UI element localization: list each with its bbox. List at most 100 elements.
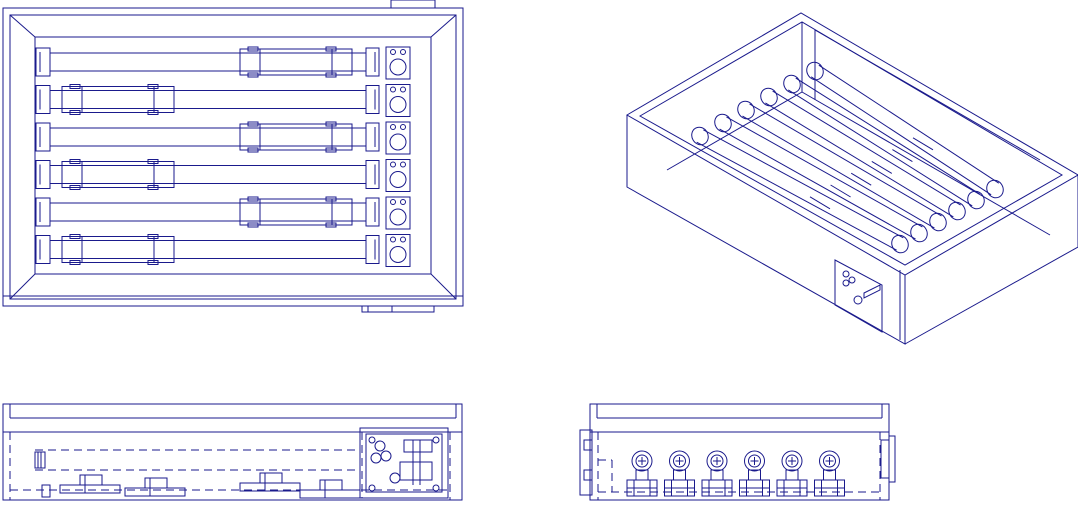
- tube-end-cap: [744, 450, 765, 472]
- tube-end-inner: [748, 454, 761, 468]
- bracket-tab: [247, 222, 259, 228]
- foot: [41, 484, 51, 498]
- tube-edge: [719, 128, 916, 240]
- tube-end-cap: [948, 201, 966, 221]
- tube-edge: [726, 116, 923, 228]
- tube-body: [49, 165, 367, 184]
- bracket-base: [59, 484, 121, 494]
- tube-edge: [765, 102, 954, 218]
- connector-pin: [400, 199, 406, 205]
- tube-end-cap-right: [365, 122, 380, 152]
- tube-end-cap: [910, 223, 928, 243]
- bracket-tab: [325, 222, 337, 228]
- tube-edge: [742, 115, 935, 229]
- tube-body: [49, 90, 367, 109]
- connector-socket: [389, 96, 407, 113]
- tube-edge: [703, 129, 904, 239]
- connector-panel: [385, 196, 411, 230]
- corner-bevel: [430, 14, 457, 38]
- tube-end-cap-left: [35, 122, 51, 152]
- side-latch: [579, 429, 593, 496]
- bottom-latch: [361, 305, 435, 313]
- bracket-tab: [147, 159, 159, 164]
- tube-end-cap: [706, 450, 728, 472]
- tube-end-cap-right: [365, 85, 380, 114]
- bracket-tab: [247, 147, 259, 153]
- tube-bracket: [61, 86, 175, 113]
- knob: [842, 270, 850, 278]
- connector-pin: [400, 161, 406, 168]
- tube-end-cap: [631, 450, 653, 472]
- tube-cap: [34, 451, 46, 469]
- bracket-tab: [247, 72, 259, 78]
- tube-end-cap: [714, 113, 732, 133]
- connector-socket: [389, 208, 407, 226]
- tube-end-cap-left: [35, 47, 51, 77]
- tube-end-inner: [635, 454, 649, 468]
- tube-end-cap: [929, 212, 947, 232]
- vent-icon: [853, 295, 863, 305]
- tube-end-cap: [819, 450, 840, 472]
- tube-end-cap-left: [35, 235, 51, 264]
- front-view-drawing: [2, 403, 463, 501]
- knob: [370, 452, 382, 464]
- tube-end-cap: [737, 100, 755, 120]
- box-right-face: [904, 175, 1078, 345]
- inner-floor-edge: [666, 91, 803, 171]
- tube-end-cap: [967, 190, 985, 210]
- tube-end-cap-right: [365, 47, 380, 77]
- tube-end-inner: [673, 454, 686, 468]
- knob: [842, 279, 850, 287]
- inner-tray: [34, 36, 432, 275]
- bracket-tab: [69, 84, 81, 89]
- tube-end-cap-right: [365, 197, 380, 227]
- bracket-tab: [325, 147, 337, 153]
- corner-bevel: [9, 14, 36, 38]
- connector-socket: [389, 58, 407, 76]
- connector-socket: [389, 133, 407, 151]
- tube-edge: [810, 76, 992, 196]
- bracket: [144, 477, 168, 489]
- tube-bracket: [912, 137, 934, 151]
- bracket-tab: [247, 46, 259, 52]
- tube-bracket: [239, 48, 353, 76]
- connector-pin: [390, 124, 396, 130]
- knob: [380, 450, 392, 462]
- connector-socket: [389, 171, 407, 188]
- connector-panel: [385, 234, 411, 267]
- connector-socket: [389, 246, 407, 263]
- connector-panel: [385, 159, 411, 192]
- bracket-tab: [147, 260, 159, 265]
- tube-bracket: [830, 184, 851, 198]
- inner-wall-line: [814, 29, 1041, 161]
- display-slot: [863, 284, 881, 299]
- inner-floor-edge: [801, 91, 1051, 236]
- bracket-tab: [325, 121, 337, 127]
- box-front-face: [626, 115, 906, 345]
- box-inner-rim: [638, 21, 1063, 266]
- bracket-tab: [69, 110, 81, 115]
- bracket-tab: [325, 196, 337, 202]
- connector-pin: [400, 124, 406, 130]
- tube-edge: [788, 89, 973, 207]
- tube-bracket: [871, 160, 893, 174]
- box-top-rim: [626, 12, 1078, 276]
- latch-inner: [880, 439, 890, 479]
- connector-panel: [385, 46, 411, 80]
- tube-end-cap: [806, 61, 824, 81]
- bracket-tab: [147, 185, 159, 190]
- top-latch: [390, 0, 436, 9]
- top-view-drawing: [2, 0, 464, 313]
- tube-end-cap: [986, 179, 1004, 199]
- tube-bracket: [239, 198, 353, 226]
- tube-edge: [696, 141, 897, 251]
- bracket-base: [239, 482, 301, 492]
- tube-end-cap-left: [35, 85, 51, 114]
- control-panel: [834, 259, 883, 333]
- bracket-tab: [325, 46, 337, 52]
- control-panel: [359, 427, 449, 499]
- frame-lip: [9, 14, 457, 300]
- corner-bevel: [430, 273, 457, 300]
- bracket: [319, 479, 343, 491]
- corner-bevel: [9, 273, 36, 300]
